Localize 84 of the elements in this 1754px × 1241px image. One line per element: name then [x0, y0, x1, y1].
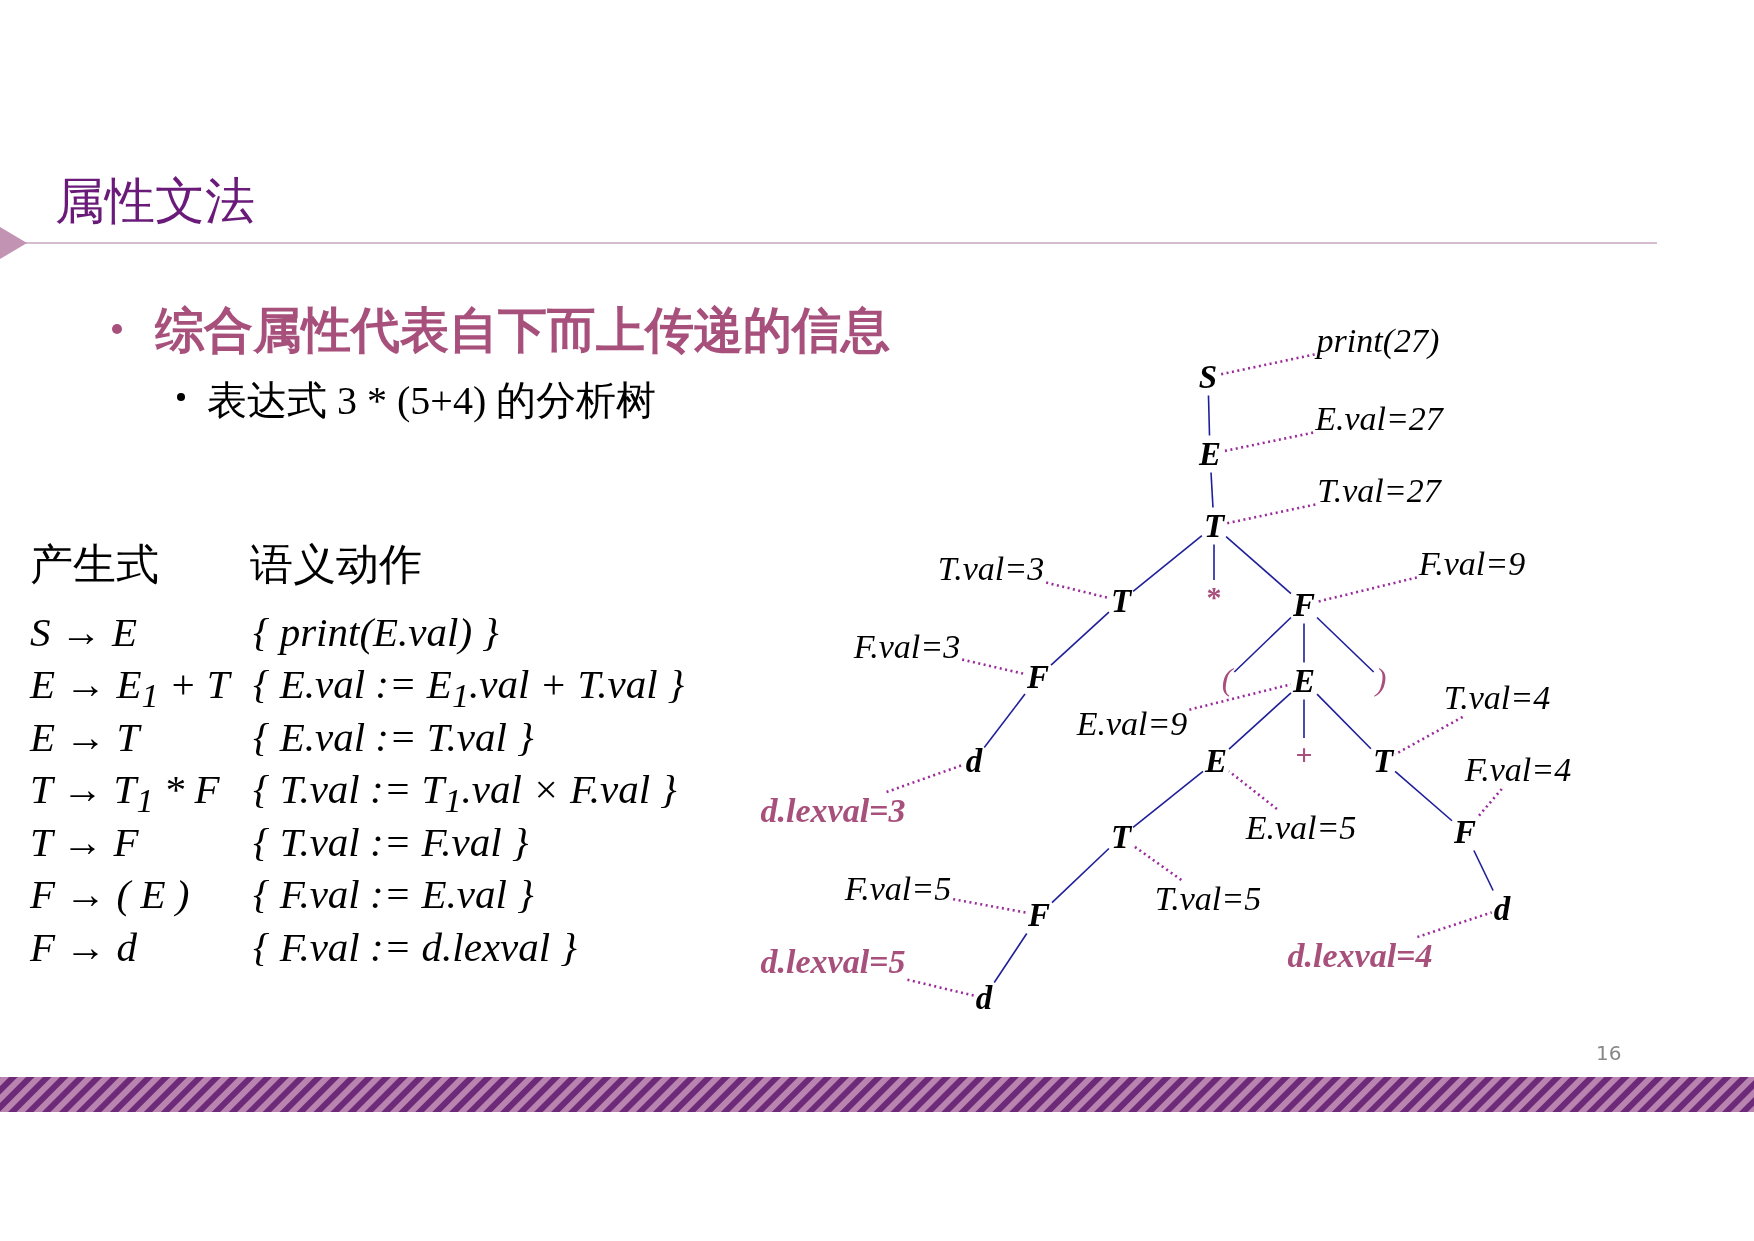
semantic-action: { print(E.val) } — [253, 612, 499, 653]
attribute-value: T.val=3 — [937, 552, 1045, 586]
bullet-text: 表达式 3 * (5+4) 的分析树 — [207, 377, 657, 425]
tree-symbol: F — [1454, 815, 1476, 849]
tree-symbol: F — [1293, 588, 1315, 622]
tree-symbol: S — [1198, 360, 1218, 394]
tree-edge — [1132, 770, 1204, 829]
attribute-value: E.val=9 — [1076, 707, 1188, 741]
bullet-text: 综合属性代表自下而上传递的信息 — [155, 301, 890, 361]
attribute-value: E.val=27 — [1315, 402, 1443, 436]
tree-symbol: T — [1110, 820, 1132, 854]
semantic-action: { F.val := E.val } — [253, 874, 534, 915]
tree-edge — [1473, 849, 1494, 892]
tree-symbol: d — [975, 981, 993, 1015]
semantic-action: { T.val := F.val } — [253, 822, 529, 863]
attribute-value: print(27) — [1316, 324, 1440, 358]
column-heading: 语义动作 — [250, 538, 422, 591]
tree-symbol: E — [1205, 744, 1227, 778]
tree-symbol: T — [1110, 584, 1132, 618]
tree-edge — [1303, 622, 1305, 664]
tree-edge — [1316, 616, 1375, 673]
leader-line — [1132, 844, 1183, 882]
semantic-action: { F.val := d.lexval } — [253, 927, 577, 968]
tree-symbol: E — [1199, 437, 1221, 471]
tree-edge — [1050, 611, 1110, 666]
leader-line — [1225, 503, 1316, 525]
leader-line — [961, 658, 1026, 676]
parenthesis-symbol: ) — [1375, 663, 1387, 695]
attribute-value: T.val=5 — [1154, 882, 1262, 916]
tree-edge — [1303, 698, 1305, 739]
tree-edge — [1228, 692, 1292, 750]
semantic-action: { E.val := E$_{1}$.val + T.val } — [253, 664, 685, 714]
tree-symbol: F — [1027, 660, 1049, 694]
tree-symbol: T — [1203, 509, 1225, 543]
tree-edge — [1394, 770, 1453, 822]
page-number: 16 — [1596, 1041, 1622, 1065]
attribute-value: F.val=9 — [1418, 547, 1526, 581]
production-rule: T → F — [30, 822, 139, 863]
operator-symbol: * — [1206, 582, 1222, 612]
tree-edge — [1225, 535, 1292, 595]
tree-symbol: T — [1372, 744, 1394, 778]
operator-symbol: + — [1295, 740, 1313, 770]
tree-edge — [983, 693, 1026, 749]
tree-edge — [1316, 693, 1372, 750]
tree-edge — [993, 932, 1028, 984]
leader-line — [907, 978, 975, 997]
semantic-action: { E.val := T.val } — [253, 717, 534, 758]
production-rule: F → d — [30, 927, 138, 968]
leader-line — [1222, 431, 1314, 453]
lexical-value: d.lexval=5 — [760, 945, 906, 979]
leader-line — [1316, 576, 1418, 604]
tree-edge — [1213, 543, 1215, 581]
leader-line — [952, 897, 1027, 914]
lexical-value: d.lexval=4 — [1287, 939, 1433, 973]
production-rule: E → T — [30, 717, 140, 758]
leader-line — [1218, 353, 1315, 376]
semantic-action: { T.val := T$_{1}$.val × F.val } — [253, 769, 677, 819]
column-heading: 产生式 — [30, 538, 159, 591]
leader-line — [1417, 911, 1493, 939]
tree-symbol: d — [1493, 892, 1511, 926]
parenthesis-symbol: ( — [1221, 663, 1233, 695]
lexical-value: d.lexval=3 — [760, 794, 906, 828]
tree-edge — [1207, 394, 1211, 437]
production-rule: E → E$_{1}$ + T — [30, 664, 230, 714]
leader-line — [1228, 770, 1278, 811]
tree-edge — [1233, 616, 1292, 673]
leader-line — [1477, 788, 1503, 818]
attribute-value: F.val=5 — [844, 872, 952, 906]
tree-edge — [1051, 847, 1110, 904]
tree-symbol: F — [1028, 898, 1050, 932]
production-rule: F → ( E ) — [30, 874, 190, 915]
leader-line — [1045, 581, 1110, 600]
attribute-value: E.val=5 — [1245, 811, 1357, 845]
attribute-value: F.val=3 — [853, 630, 961, 664]
slide-title: 属性文法 — [55, 171, 255, 232]
tree-edge — [1210, 471, 1214, 509]
attribute-value: T.val=27 — [1317, 474, 1441, 508]
production-rule: S → E — [30, 612, 138, 653]
attribute-value: F.val=4 — [1464, 753, 1572, 787]
production-rule: T → T$_{1}$ * F — [30, 769, 220, 819]
tree-edge — [1132, 534, 1203, 593]
attribute-value: T.val=4 — [1443, 681, 1551, 715]
tree-symbol: d — [965, 744, 983, 778]
tree-symbol: E — [1293, 664, 1315, 698]
